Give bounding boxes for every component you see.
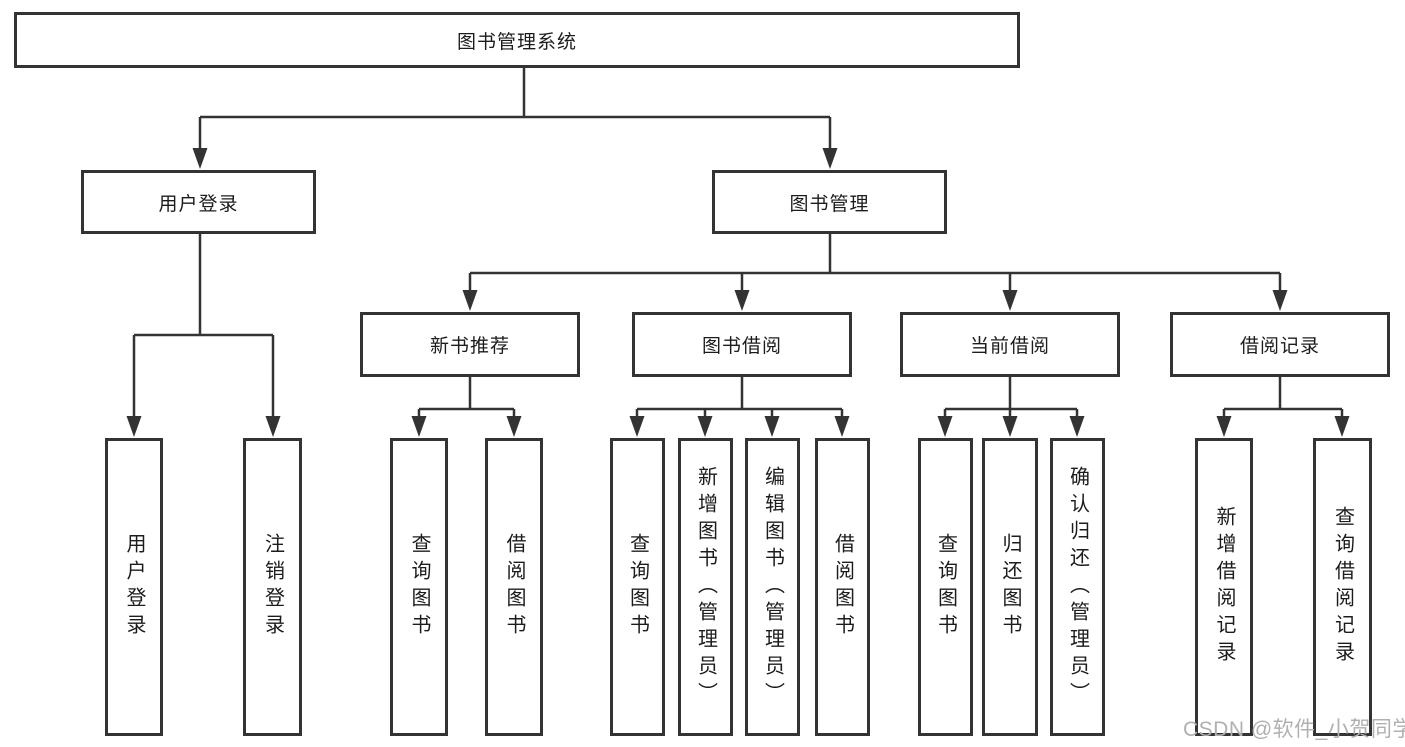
leaf-query-books-borrowing: 查询图书 — [610, 438, 665, 736]
node-label: 图书管理系统 — [456, 31, 577, 53]
node-label: 查询图书 — [626, 533, 649, 641]
leaf-add-borrow-record: 新增借阅记录 — [1195, 438, 1253, 736]
leaf-borrow-books-borrowing: 借阅图书 — [815, 438, 870, 736]
node-borrowing-records: 借阅记录 — [1170, 312, 1390, 377]
node-label: 借阅记录 — [1239, 336, 1320, 357]
node-label: 用户登录 — [123, 533, 145, 641]
node-book-management: 图书管理 — [712, 170, 947, 234]
node-label: 查询借阅记录 — [1331, 506, 1354, 668]
node-label: 确认归还（管理员） — [1066, 465, 1089, 709]
node-label: 新增借阅记录 — [1213, 506, 1235, 668]
node-label: 注销登录 — [261, 533, 284, 641]
node-label: 用户登录 — [158, 193, 239, 215]
leaf-query-books-current: 查询图书 — [918, 438, 973, 736]
arrowheads — [126, 148, 1350, 437]
leaf-user-login: 用户登录 — [105, 438, 163, 736]
csdn-watermark: CSDN @软件_小贺同学 — [1183, 718, 1405, 741]
leaf-query-books-recommend: 查询图书 — [390, 438, 448, 736]
node-label: 新增图书（管理员） — [694, 465, 717, 709]
leaf-add-books-admin: 新增图书（管理员） — [678, 438, 733, 736]
node-label: 查询图书 — [408, 533, 430, 641]
leaf-query-borrow-record: 查询借阅记录 — [1313, 438, 1372, 736]
node-book-borrowing: 图书借阅 — [632, 312, 852, 377]
leaf-edit-books-admin: 编辑图书（管理员） — [745, 438, 800, 736]
leaf-borrow-books-recommend: 借阅图书 — [485, 438, 543, 736]
node-label: 当前借阅 — [969, 336, 1050, 357]
node-new-book-recommendation: 新书推荐 — [360, 312, 580, 377]
node-label: 图书管理 — [789, 193, 870, 215]
node-label: 借阅图书 — [503, 533, 525, 641]
leaf-confirm-return-admin: 确认归还（管理员） — [1050, 438, 1105, 736]
node-label: 借阅图书 — [831, 533, 854, 641]
node-label: 归还图书 — [999, 533, 1021, 641]
leaf-return-books: 归还图书 — [982, 438, 1038, 736]
node-label: 查询图书 — [934, 533, 957, 641]
node-current-borrowing: 当前借阅 — [900, 312, 1120, 377]
node-library-management-system: 图书管理系统 — [14, 12, 1020, 68]
node-user-login: 用户登录 — [81, 170, 316, 234]
node-label: 新书推荐 — [429, 336, 510, 357]
leaf-logout: 注销登录 — [243, 438, 302, 736]
node-label: 图书借阅 — [701, 336, 782, 357]
node-label: 编辑图书（管理员） — [761, 465, 784, 709]
